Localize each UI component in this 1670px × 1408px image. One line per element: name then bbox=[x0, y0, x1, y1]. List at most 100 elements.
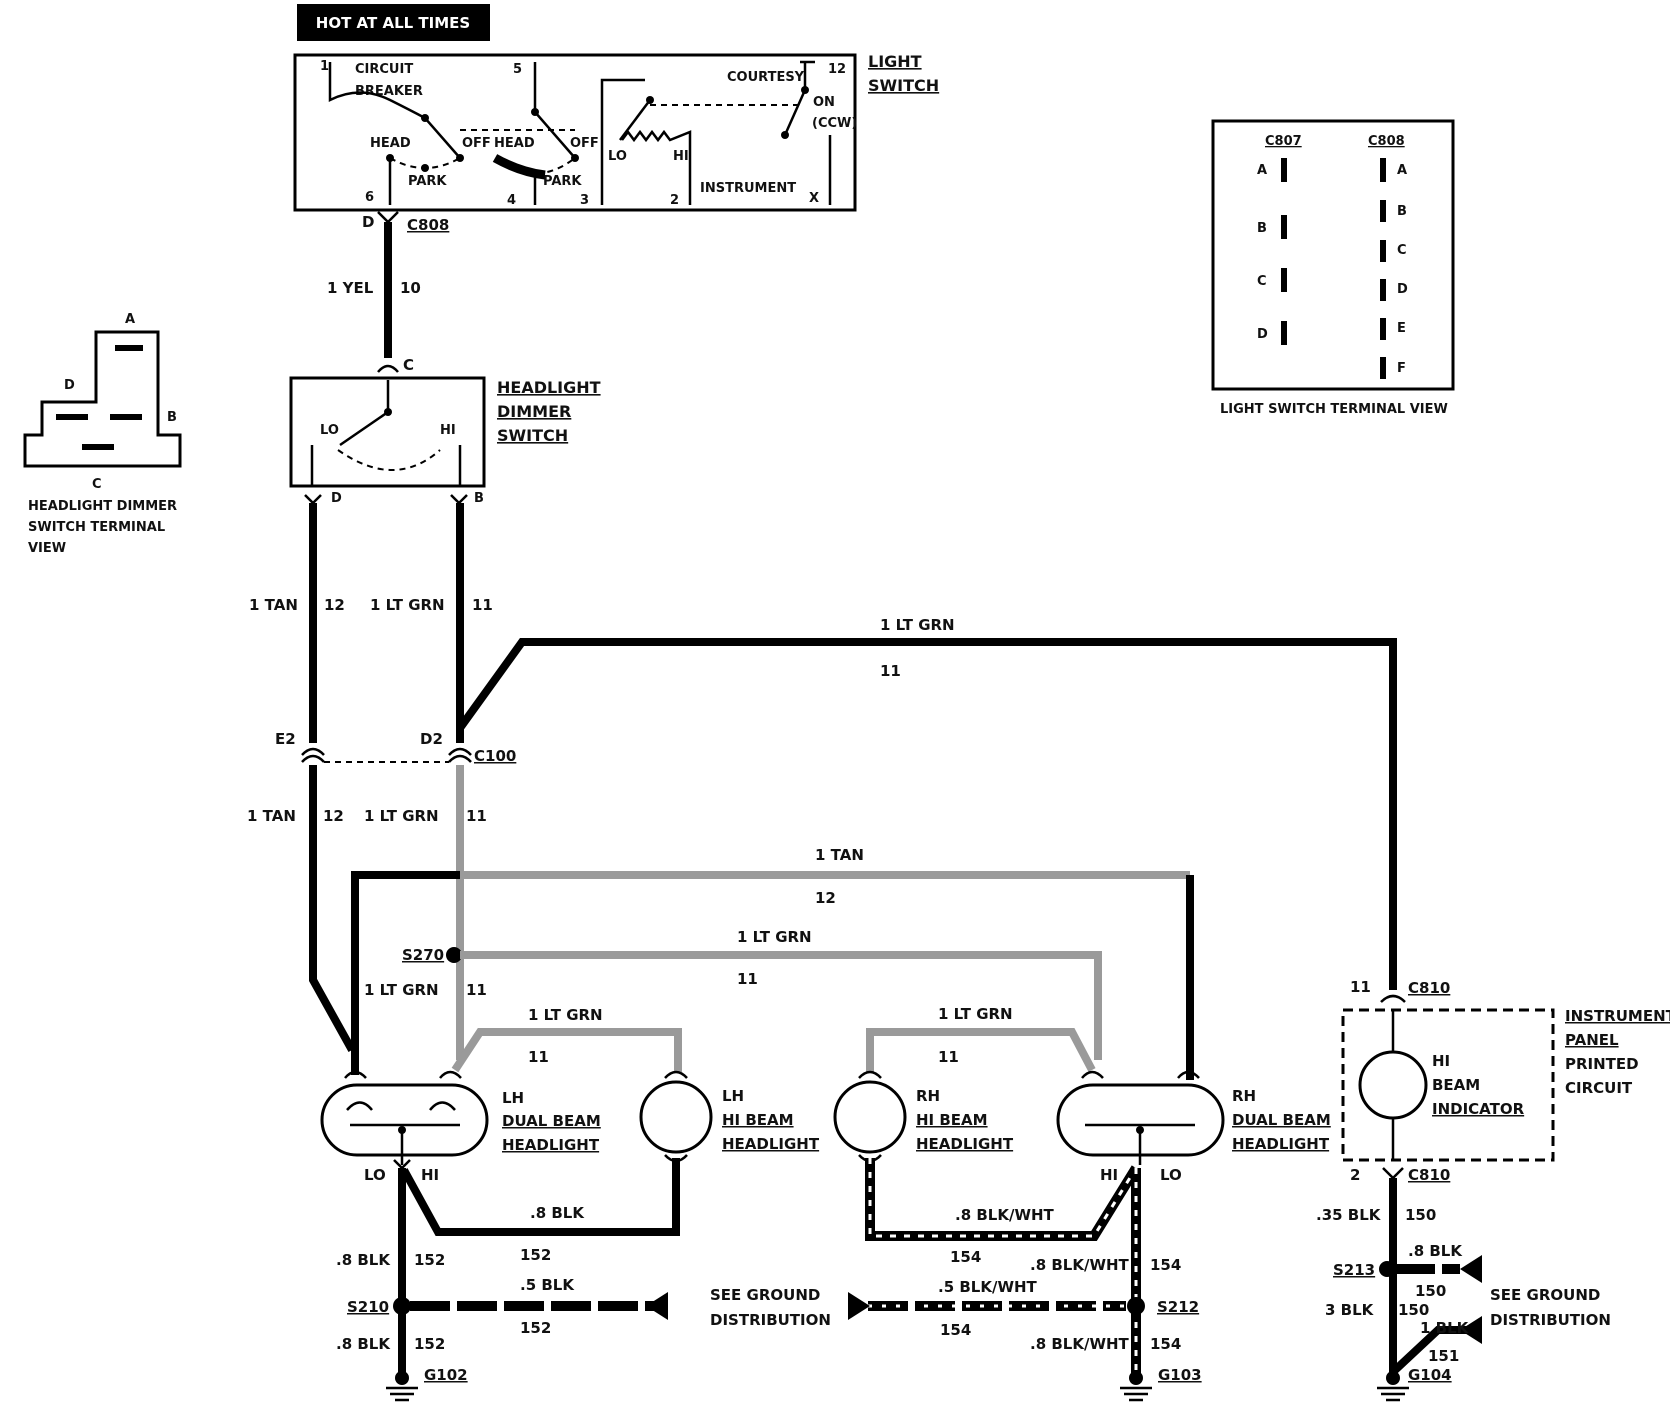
c808-connector: D C808 bbox=[362, 211, 449, 234]
main-wiring bbox=[301, 503, 1397, 1080]
mg-bw8a: .8 BLK/WHT bbox=[1030, 1256, 1130, 1274]
tan-b-num: 12 bbox=[323, 807, 344, 825]
dimmer-title-3: SWITCH bbox=[497, 426, 568, 445]
light-switch: LIGHT SWITCH 1 5 12 6 4 3 2 X CIRCUIT BR… bbox=[293, 52, 939, 212]
ip-c810-bottom: C810 bbox=[1408, 1166, 1450, 1184]
yellow-wire-label: 1 YEL bbox=[327, 279, 374, 297]
grn-c-num: 11 bbox=[737, 970, 758, 988]
ls-pin-6: 6 bbox=[365, 190, 374, 205]
ip-title-1: INSTRUMENT bbox=[1565, 1007, 1670, 1025]
lg-g102: G102 bbox=[424, 1366, 468, 1384]
lg-s210: S210 bbox=[347, 1298, 389, 1316]
dimmer-view-a: A bbox=[125, 312, 135, 327]
rg-b1-n: 151 bbox=[1428, 1347, 1459, 1365]
ip-pin-11: 11 bbox=[1350, 978, 1371, 996]
mg-bw5-n: 154 bbox=[940, 1321, 971, 1339]
grn-f-num: 11 bbox=[938, 1048, 959, 1066]
grn-b-label: 1 LT GRN bbox=[364, 807, 439, 825]
light-switch-box bbox=[293, 53, 857, 212]
grn-b-num: 11 bbox=[466, 807, 487, 825]
grn-a-label: 1 LT GRN bbox=[370, 596, 445, 614]
ip-title-3: PRINTED bbox=[1565, 1055, 1639, 1073]
lh-hi-l1: LH bbox=[722, 1087, 744, 1105]
tv-left-d: D bbox=[1257, 327, 1268, 342]
grn-d-label: 1 LT GRN bbox=[364, 981, 439, 999]
rh-dual-l3: HEADLIGHT bbox=[1232, 1135, 1330, 1153]
lg-blk8-n: 152 bbox=[520, 1246, 551, 1264]
rg-b8: .8 BLK bbox=[1408, 1242, 1463, 1260]
rh-hi-label: HI bbox=[1100, 1166, 1118, 1184]
tv-left-a: A bbox=[1257, 163, 1267, 178]
grn-c-label: 1 LT GRN bbox=[737, 928, 812, 946]
s270-label: S270 bbox=[402, 946, 444, 964]
rg-b8-n: 150 bbox=[1415, 1282, 1446, 1300]
rg-b3: 3 BLK bbox=[1325, 1301, 1375, 1319]
ip-c810-top: C810 bbox=[1408, 979, 1450, 997]
grn-f-label: 1 LT GRN bbox=[938, 1005, 1013, 1023]
instrument-panel: 11 C810 HI BEAM INDICATOR INSTRUMENT PAN… bbox=[1341, 978, 1670, 1184]
tv-right-a: A bbox=[1397, 163, 1407, 178]
ls-instrument-label: INSTRUMENT bbox=[700, 181, 796, 196]
lg-see-1: SEE GROUND bbox=[710, 1286, 820, 1304]
ls-pin-x: X bbox=[809, 191, 819, 206]
grn-e-num: 11 bbox=[528, 1048, 549, 1066]
lh-hi-l2: HI BEAM bbox=[722, 1111, 794, 1129]
rg-b1: 1 BLK bbox=[1420, 1319, 1470, 1337]
ls-courtesy-label: COURTESY bbox=[727, 70, 805, 85]
tv-right-d: D bbox=[1397, 282, 1408, 297]
ls-ccw-label: (CCW) bbox=[812, 116, 857, 131]
ip-title-4: CIRCUIT bbox=[1565, 1079, 1633, 1097]
tv-c808: C808 bbox=[1368, 134, 1405, 149]
rg-see-2: DISTRIBUTION bbox=[1490, 1311, 1611, 1329]
dimmer-pin-c: C bbox=[403, 356, 414, 374]
lg-blk8a: .8 BLK bbox=[336, 1251, 391, 1269]
mg-bw8a-n: 154 bbox=[1150, 1256, 1181, 1274]
rh-hi-l2: HI BEAM bbox=[916, 1111, 988, 1129]
tan-a-label: 1 TAN bbox=[249, 596, 298, 614]
lh-hi-label: HI bbox=[421, 1166, 439, 1184]
grn-e-label: 1 LT GRN bbox=[528, 1006, 603, 1024]
ip-title-2: PANEL bbox=[1565, 1031, 1619, 1049]
left-ground-circuit: .8 BLK 152 .8 BLK 152 S210 .5 BLK 152 .8… bbox=[336, 1158, 831, 1402]
rh-dual-l2: DUAL BEAM bbox=[1232, 1111, 1331, 1129]
yellow-wire-number: 10 bbox=[400, 279, 421, 297]
mg-bw8-n: 154 bbox=[950, 1248, 981, 1266]
tan-c-label: 1 TAN bbox=[815, 846, 864, 864]
rg-see-1: SEE GROUND bbox=[1490, 1286, 1600, 1304]
lg-see-2: DISTRIBUTION bbox=[710, 1311, 831, 1329]
mg-g103: G103 bbox=[1158, 1366, 1202, 1384]
dimmer-title-1: HEADLIGHT bbox=[497, 378, 601, 397]
grn-d-num: 11 bbox=[466, 981, 487, 999]
tv-left-c: C bbox=[1257, 274, 1267, 289]
rg-b3-n: 150 bbox=[1398, 1301, 1429, 1319]
ip-hi: HI bbox=[1432, 1052, 1450, 1070]
c100-e2: E2 bbox=[275, 730, 296, 748]
ip-beam: BEAM bbox=[1432, 1076, 1480, 1094]
ls-breaker-label: BREAKER bbox=[355, 84, 423, 99]
tan-a-num: 12 bbox=[324, 596, 345, 614]
top-grn-num: 11 bbox=[880, 662, 901, 680]
dimmer-view-caption-2: SWITCH TERMINAL bbox=[28, 520, 165, 535]
top-grn-label: 1 LT GRN bbox=[880, 616, 955, 634]
dimmer-lo: LO bbox=[320, 423, 339, 438]
lg-blk8: .8 BLK bbox=[530, 1204, 585, 1222]
mg-bw5: .5 BLK/WHT bbox=[938, 1278, 1038, 1296]
rh-hi-l3: HEADLIGHT bbox=[916, 1135, 1014, 1153]
tv-right-c: C bbox=[1397, 243, 1407, 258]
tv-right-b: B bbox=[1397, 204, 1407, 219]
dimmer-view-caption-3: VIEW bbox=[28, 541, 66, 556]
rg-b35: .35 BLK bbox=[1316, 1206, 1382, 1224]
ip-pin-2: 2 bbox=[1350, 1166, 1360, 1184]
dimmer-view-caption-1: HEADLIGHT DIMMER bbox=[28, 499, 177, 514]
dimmer-view-c: C bbox=[92, 477, 102, 492]
right-ground-circuit: .35 BLK 150 .8 BLK 150 S213 3 BLK 150 1 … bbox=[1316, 1178, 1611, 1402]
lh-lo-label: LO bbox=[364, 1166, 386, 1184]
rg-s213: S213 bbox=[1333, 1261, 1375, 1279]
c100-label: C100 bbox=[474, 747, 516, 765]
rh-dual-beam-headlight: RH DUAL BEAM HEADLIGHT HI LO bbox=[1056, 1070, 1331, 1184]
mg-bw8b-n: 154 bbox=[1150, 1335, 1181, 1353]
rh-hi-l1: RH bbox=[916, 1087, 940, 1105]
ls-pin-4: 4 bbox=[507, 193, 516, 208]
ip-indicator: INDICATOR bbox=[1432, 1100, 1525, 1118]
